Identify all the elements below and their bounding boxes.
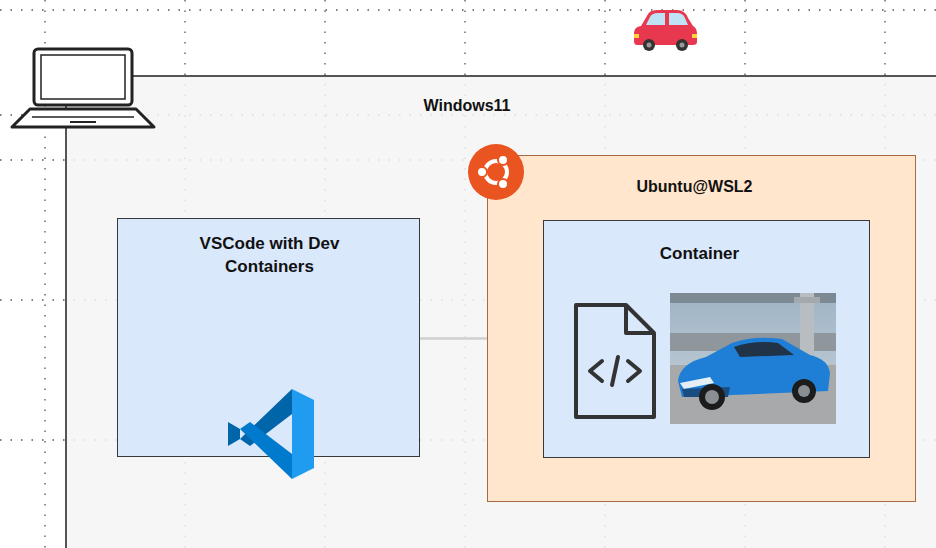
node-title: Container (544, 243, 855, 266)
node-title: Windows11 (67, 95, 867, 117)
vscode-box: VSCode with Dev Containers (117, 218, 420, 457)
vscode-logo (220, 384, 320, 484)
container-box: Container (543, 220, 870, 458)
node-title: VSCode with Dev Containers (178, 233, 361, 279)
node-title: Ubuntu@WSL2 (488, 176, 901, 198)
laptop-icon (10, 45, 170, 145)
windows-region: Windows11VSCode with Dev Containers Ubunt… (65, 75, 936, 548)
code-file-icon (572, 293, 872, 433)
ubuntu-logo (466, 142, 526, 202)
ubuntu-wsl-box: Ubuntu@WSL2Container (487, 155, 916, 502)
car-photo (670, 293, 836, 424)
